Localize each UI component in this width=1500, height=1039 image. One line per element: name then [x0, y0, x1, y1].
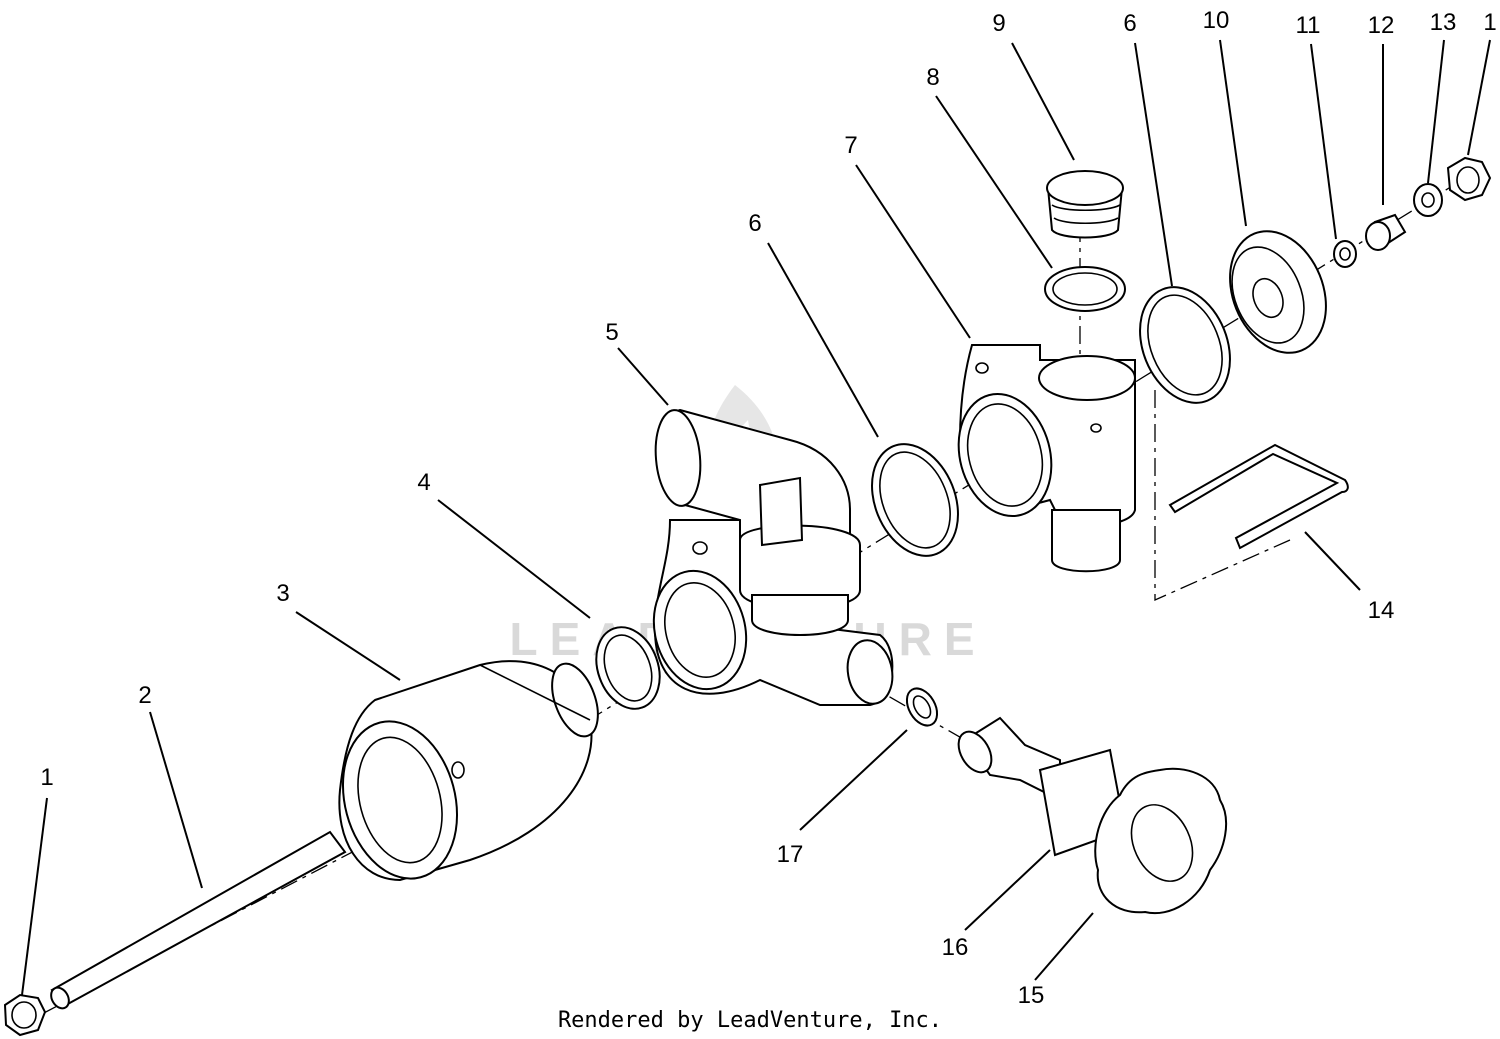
part-9-cap-plug: [1046, 170, 1124, 239]
part-12-spacer: [1365, 213, 1407, 251]
callout-label: 3: [276, 580, 289, 607]
part-7-tee-body: [957, 344, 1136, 573]
callout-label: 15: [1018, 982, 1045, 1009]
part-11-washer: [1333, 240, 1357, 268]
part-17-oring: [905, 687, 939, 727]
callout-label: 7: [844, 132, 857, 159]
callout-label: 4: [417, 469, 430, 496]
callout-label: 11: [1296, 12, 1321, 39]
callout-label: 1: [1483, 9, 1496, 36]
callout-labels: 1 2 3 4 5 6 6 7 8 9 10 11 12 13 1 14 15 …: [40, 7, 1496, 1009]
part-6-oring-right: [1139, 286, 1231, 404]
callout-label: 1: [40, 764, 53, 791]
callout-label: 13: [1430, 9, 1457, 36]
callout-label: 14: [1368, 597, 1395, 624]
callout-label: 6: [1123, 10, 1136, 37]
part-15-handwheel: [1094, 767, 1228, 915]
callout-label: 8: [926, 64, 939, 91]
part-13-washer: [1413, 183, 1443, 217]
part-1-nut-left: [3, 993, 47, 1037]
part-8-oring-small: [1044, 266, 1126, 312]
part-5-valve-body: [652, 408, 894, 706]
part-2-rod: [50, 830, 347, 1010]
callout-label: 6: [748, 210, 761, 237]
callout-label: 16: [942, 934, 969, 961]
callout-label: 9: [992, 10, 1005, 37]
part-3-housing: [338, 660, 599, 882]
part-4-oring: [595, 626, 661, 710]
callout-label: 17: [777, 841, 804, 868]
part-1-nut-right: [1446, 156, 1492, 202]
callout-label: 10: [1203, 7, 1230, 34]
callout-label: 5: [605, 319, 618, 346]
leader-lines: [21, 39, 1491, 996]
part-10-cover: [1229, 230, 1327, 354]
part-6-oring-middle: [871, 443, 959, 557]
rendered-by-footer: Rendered by LeadVenture, Inc.: [558, 1008, 942, 1033]
callout-label: 2: [138, 682, 151, 709]
callout-label: 12: [1368, 12, 1395, 39]
part-14-pin: [1168, 443, 1349, 550]
